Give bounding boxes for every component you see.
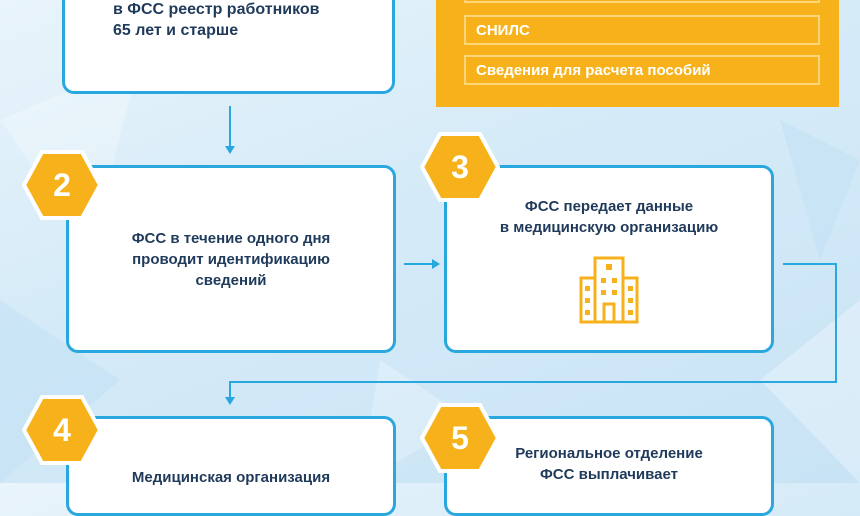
panel-item-benefits: Сведения для расчета пособий [464, 55, 820, 85]
hexagon-icon [21, 395, 103, 465]
connector-3-4-across [229, 381, 837, 383]
step-4-badge: 4 [21, 395, 103, 465]
panel-item-snils: СНИЛС [464, 15, 820, 45]
hexagon-icon [419, 132, 501, 202]
arrow-2-3-line [404, 263, 432, 265]
step-3-line-2: в медицинскую организацию [499, 219, 719, 236]
step-5-number: 5 [451, 419, 469, 456]
hexagon-icon [419, 403, 501, 473]
step-3-line-1: ФСС передает данные [524, 198, 694, 215]
arrow-1-2-line [229, 106, 231, 148]
step-3-number: 3 [451, 148, 469, 185]
arrow-2-3-head [432, 259, 440, 269]
connector-3-4-right [783, 263, 837, 265]
panel-item-top [464, 0, 820, 3]
step-2-box: ФСС в течение одного дня проводит иденти… [66, 165, 396, 353]
step-3-badge: 3 [419, 132, 501, 202]
step-1-line-1: в ФСС реестр работников [113, 1, 320, 18]
step-1-line-2: 65 лет и старше [113, 22, 239, 39]
step-5-line-1: Региональное отделение [515, 445, 703, 462]
step-5-line-2: ФСС выплачивает [539, 466, 678, 483]
hexagon-icon [21, 150, 103, 220]
step-4-line-1: Медицинская организация [131, 469, 331, 486]
step-4-number: 4 [53, 411, 71, 448]
connector-3-4-drop [229, 381, 231, 399]
building-icon [579, 256, 639, 324]
step-2-badge: 2 [21, 150, 103, 220]
connector-3-4-down [835, 263, 837, 383]
required-data-panel: СНИЛС Сведения для расчета пособий [436, 0, 839, 107]
step-5-badge: 5 [419, 403, 501, 473]
arrow-1-2-head [225, 146, 235, 154]
connector-3-4-head [225, 397, 235, 405]
step-2-line-3: сведений [195, 271, 267, 289]
step-2-number: 2 [53, 166, 71, 203]
step-2-line-2: проводит идентификацию [132, 250, 330, 268]
step-2-line-1: ФСС в течение одного дня [131, 229, 331, 247]
step-4-box: Медицинская организация [66, 416, 396, 516]
step-1-box: в ФСС реестр работников 65 лет и старше [62, 0, 395, 94]
step-3-box: ФСС передает данные в медицинскую органи… [444, 165, 774, 353]
